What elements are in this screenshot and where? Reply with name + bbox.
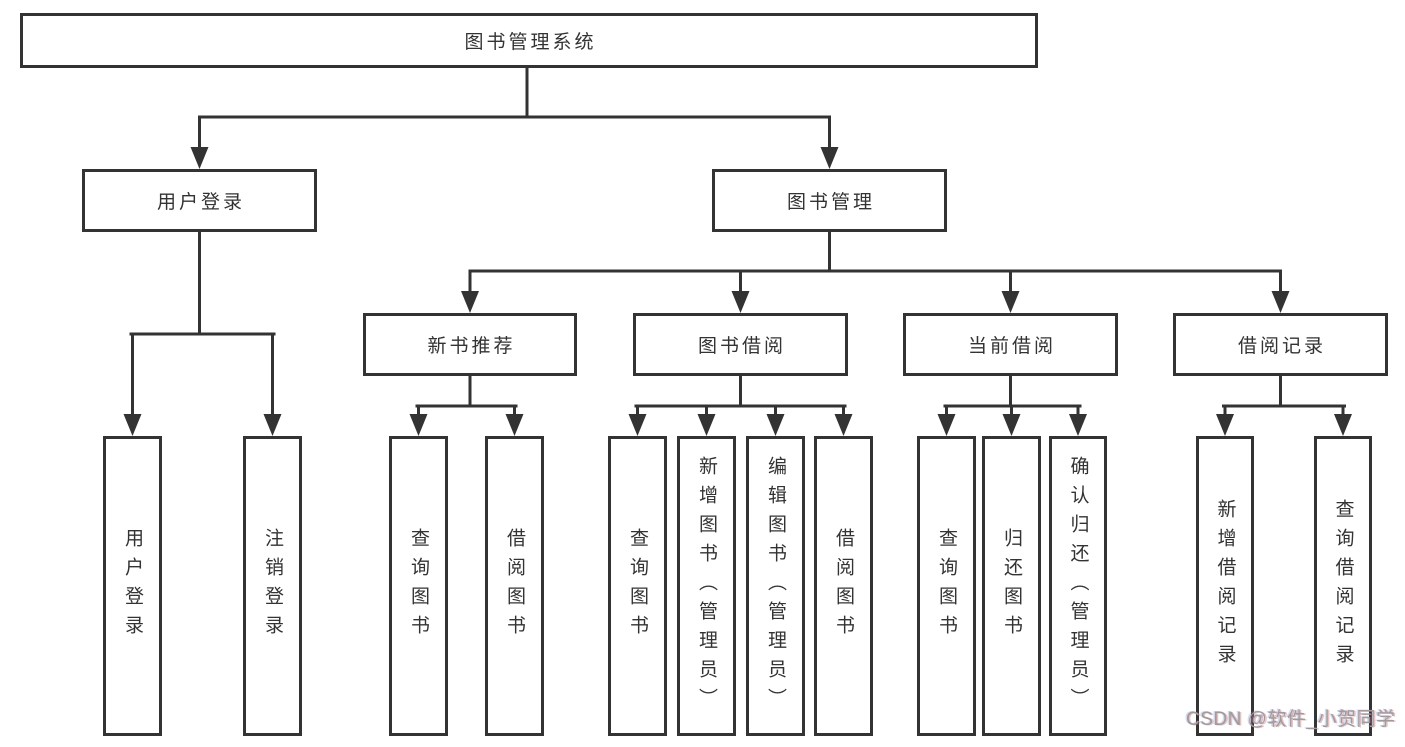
leaf-query-borrow-record: 查询借阅记录 xyxy=(1314,436,1372,736)
leaf-add-book-admin-label: 新增图书（管理员） xyxy=(696,455,717,717)
leaf-add-book-admin: 新增图书（管理员） xyxy=(677,436,736,736)
leaf-query-book-borrow-label: 查询图书 xyxy=(627,528,648,644)
leaf-confirm-return-admin: 确认归还（管理员） xyxy=(1049,436,1107,736)
node-root: 图书管理系统 xyxy=(20,13,1038,68)
leaf-return-book: 归还图书 xyxy=(982,436,1041,736)
node-new-book-recommend-label: 新书推荐 xyxy=(427,336,516,357)
connector-user-login-split xyxy=(123,230,282,436)
connector-book-management-split xyxy=(461,230,1290,313)
leaf-edit-book-admin: 编辑图书（管理员） xyxy=(746,436,805,736)
watermark: CSDN @软件_小贺同学 xyxy=(1186,709,1396,730)
leaf-borrow-book-newbook-label: 借阅图书 xyxy=(504,528,525,644)
leaf-borrow-book-borrow: 借阅图书 xyxy=(814,436,873,736)
node-current-borrow: 当前借阅 xyxy=(903,313,1118,376)
leaf-query-book-borrow: 查询图书 xyxy=(608,436,667,736)
leaf-query-book-newbook-label: 查询图书 xyxy=(408,528,429,644)
node-borrow-record-label: 借阅记录 xyxy=(1237,336,1326,357)
node-user-login: 用户登录 xyxy=(82,169,317,232)
leaf-add-borrow-record-label: 新增借阅记录 xyxy=(1214,499,1236,673)
node-new-book-recommend: 新书推荐 xyxy=(363,313,577,376)
leaf-user-login-label: 用户登录 xyxy=(122,528,143,644)
leaf-user-login: 用户登录 xyxy=(103,436,162,736)
connector-book-borrow-split xyxy=(628,372,853,436)
node-book-borrow: 图书借阅 xyxy=(633,313,848,376)
node-root-label: 图书管理系统 xyxy=(464,32,597,53)
leaf-edit-book-admin-label: 编辑图书（管理员） xyxy=(765,455,786,717)
leaf-logout-login-label: 注销登录 xyxy=(262,528,283,644)
node-current-borrow-label: 当前借阅 xyxy=(967,336,1056,357)
connector-root-split xyxy=(190,66,839,169)
leaf-query-book-newbook: 查询图书 xyxy=(389,436,448,736)
leaf-add-borrow-record: 新增借阅记录 xyxy=(1196,436,1254,736)
leaf-confirm-return-admin-label: 确认归还（管理员） xyxy=(1067,455,1089,717)
node-borrow-record: 借阅记录 xyxy=(1173,313,1388,376)
leaf-logout-login: 注销登录 xyxy=(243,436,302,736)
leaf-borrow-book-borrow-label: 借阅图书 xyxy=(833,528,854,644)
node-book-borrow-label: 图书借阅 xyxy=(697,336,786,357)
node-user-login-label: 用户登录 xyxy=(156,192,245,213)
connector-new-book-split xyxy=(409,372,524,436)
leaf-borrow-book-newbook: 借阅图书 xyxy=(485,436,544,736)
leaf-query-book-current: 查询图书 xyxy=(917,436,976,736)
leaf-query-book-current-label: 查询图书 xyxy=(936,528,957,644)
leaf-return-book-label: 归还图书 xyxy=(1001,528,1022,644)
node-book-management: 图书管理 xyxy=(712,169,947,232)
connector-current-borrow-split xyxy=(937,372,1087,436)
leaf-query-borrow-record-label: 查询借阅记录 xyxy=(1332,499,1354,673)
node-book-management-label: 图书管理 xyxy=(786,192,875,213)
connector-borrow-record-split xyxy=(1216,372,1352,436)
